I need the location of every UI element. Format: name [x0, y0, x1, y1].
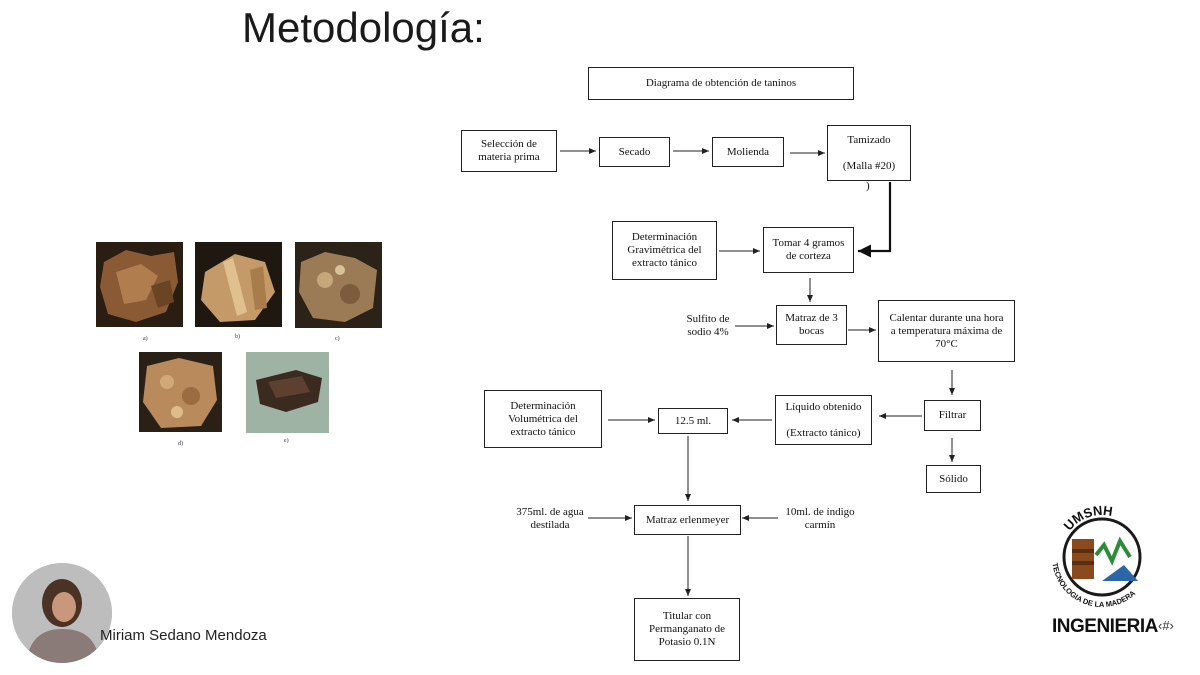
label-sulfito: Sulfito de sodio 4%: [686, 313, 730, 338]
node-det-gravimetrica-label: Determinación Gravimétrica del extracto …: [627, 231, 702, 269]
node-12-5-ml: 12.5 ml.: [658, 408, 728, 434]
node-secado-label: Secado: [618, 145, 651, 158]
presenter-avatar-icon: [12, 563, 112, 663]
presenter-video: [12, 563, 112, 663]
node-tomar-corteza-label: Tomar 4 gramos de corteza: [772, 237, 845, 262]
bark-photo-c: [295, 242, 382, 328]
bark-photo-e: [246, 352, 329, 433]
caption-c: c): [335, 336, 340, 342]
bark-photo-a: [96, 242, 183, 327]
umsnh-logo: UMSNH TECNOLOGIA DE LA MADERA: [1050, 503, 1142, 609]
caption-b: b): [235, 334, 240, 340]
bark-photo-b: [195, 242, 282, 327]
slide-title: Metodología:: [242, 4, 485, 51]
node-filtrar-label: Filtrar: [938, 409, 967, 421]
node-seleccion: Selección de materia prima: [461, 130, 557, 172]
label-indigo-carmin: 10ml. de índigo carmín: [785, 506, 855, 531]
node-filtrar: Filtrar: [924, 400, 981, 431]
logo-wordmark: INGENIERIA: [1052, 616, 1158, 637]
caption-a: a): [143, 336, 148, 342]
node-matraz-3-bocas: Matraz de 3 bocas: [776, 305, 847, 345]
node-seleccion-label: Selección de materia prima: [478, 138, 540, 163]
node-tamizado-stray-paren: ): [866, 180, 870, 192]
node-molienda-label: Molienda: [726, 145, 770, 158]
node-secado: Secado: [599, 137, 670, 167]
label-agua-destilada: 375ml. de agua destilada: [516, 506, 584, 531]
node-calentar: Calentar durante una hora a temperatura …: [878, 300, 1015, 362]
diagram-title-box: Diagrama de obtención de taninos: [588, 67, 854, 100]
caption-e: e): [284, 438, 289, 444]
node-12-5-ml-label: 12.5 ml.: [674, 414, 712, 427]
node-tamizado-label: Tamizado (Malla #20): [842, 133, 896, 172]
node-titular: Titular con Permanganato de Potasio 0.1N: [634, 598, 740, 661]
slide-number: ‹#›: [1158, 618, 1174, 633]
node-det-volumetrica-label: Determinación Volumétrica del extracto t…: [508, 399, 578, 438]
node-det-volumetrica: Determinación Volumétrica del extracto t…: [484, 390, 602, 448]
node-matraz-3-bocas-label: Matraz de 3 bocas: [785, 312, 838, 337]
bark-photo-d: [139, 352, 222, 432]
node-liquido: Líquido obtenido (Extracto tánico): [775, 395, 872, 445]
node-matraz-erlenmeyer-label: Matraz erlenmeyer: [645, 513, 730, 526]
node-liquido-label: Líquido obtenido (Extracto tánico): [785, 400, 862, 439]
node-solido-label: Sólido: [939, 472, 968, 485]
presenter-name: Miriam Sedano Mendoza: [100, 627, 267, 644]
node-solido: Sólido: [926, 465, 981, 493]
node-calentar-label: Calentar durante una hora a temperatura …: [889, 311, 1004, 350]
node-titular-label: Titular con Permanganato de Potasio 0.1N: [648, 610, 726, 648]
node-det-gravimetrica: Determinación Gravimétrica del extracto …: [612, 221, 717, 280]
diagram-title: Diagrama de obtención de taninos: [645, 77, 797, 89]
node-tomar-corteza: Tomar 4 gramos de corteza: [763, 227, 854, 273]
node-molienda: Molienda: [712, 137, 784, 167]
node-tamizado: Tamizado (Malla #20): [827, 125, 911, 181]
caption-d: d): [178, 441, 183, 447]
node-matraz-erlenmeyer: Matraz erlenmeyer: [634, 505, 741, 535]
